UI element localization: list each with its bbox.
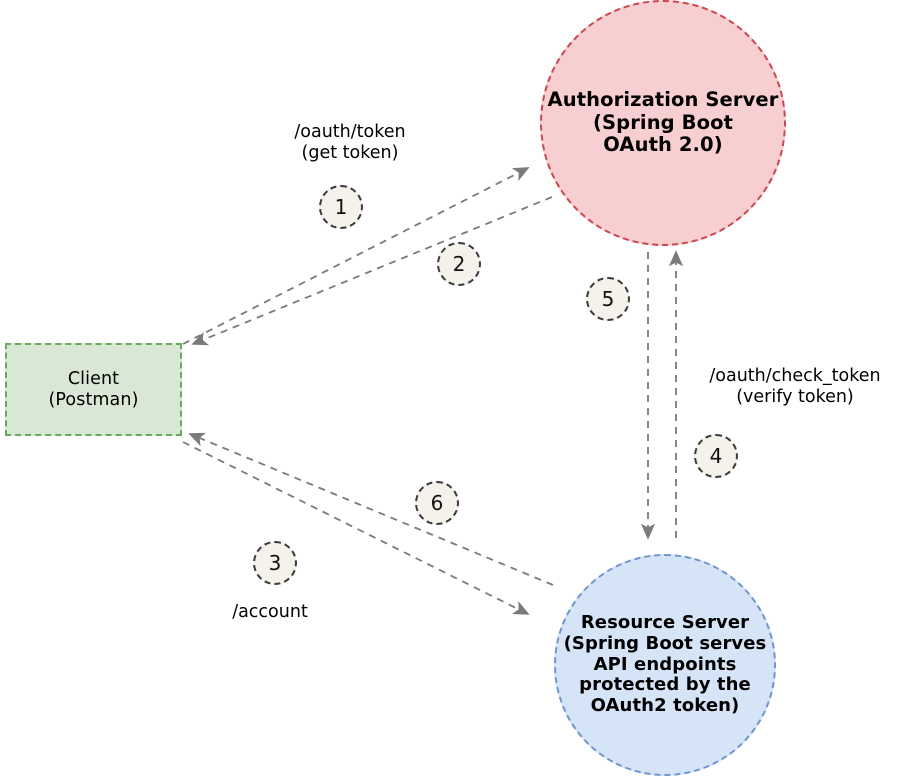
edge-2-auth-to-client: [191, 196, 553, 346]
edge-3-client-to-resource: [182, 441, 530, 615]
node-authorization-server[interactable]: Authorization Server (Spring Boot OAuth …: [540, 0, 786, 246]
step-badge-6-number: 6: [430, 491, 444, 515]
step-badge-3: 3: [253, 541, 297, 585]
edge-label-account-endpoint: /account: [232, 602, 308, 622]
step-badge-4: 4: [694, 434, 738, 478]
node-resource-server[interactable]: Resource Server (Spring Boot serves API …: [554, 554, 776, 776]
node-authorization-server-label: Authorization Server (Spring Boot OAuth …: [547, 88, 779, 157]
step-badge-5-number: 5: [601, 287, 615, 311]
step-badge-1-number: 1: [334, 195, 348, 219]
step-badge-2: 2: [437, 242, 481, 286]
edge-label-check-token-endpoint: /oauth/check_token (verify token): [709, 366, 881, 408]
step-badge-4-number: 4: [709, 444, 723, 468]
step-badge-3-number: 3: [268, 551, 282, 575]
step-badge-1: 1: [319, 185, 363, 229]
step-badge-6: 6: [415, 481, 459, 525]
step-badge-2-number: 2: [452, 252, 466, 276]
node-client-label: Client (Postman): [48, 369, 139, 410]
step-badge-5: 5: [586, 277, 630, 321]
edge-label-token-endpoint: /oauth/token (get token): [294, 122, 406, 164]
node-resource-server-label: Resource Server (Spring Boot serves API …: [563, 611, 767, 717]
edge-6-resource-to-client: [188, 432, 554, 586]
node-client[interactable]: Client (Postman): [5, 343, 182, 436]
